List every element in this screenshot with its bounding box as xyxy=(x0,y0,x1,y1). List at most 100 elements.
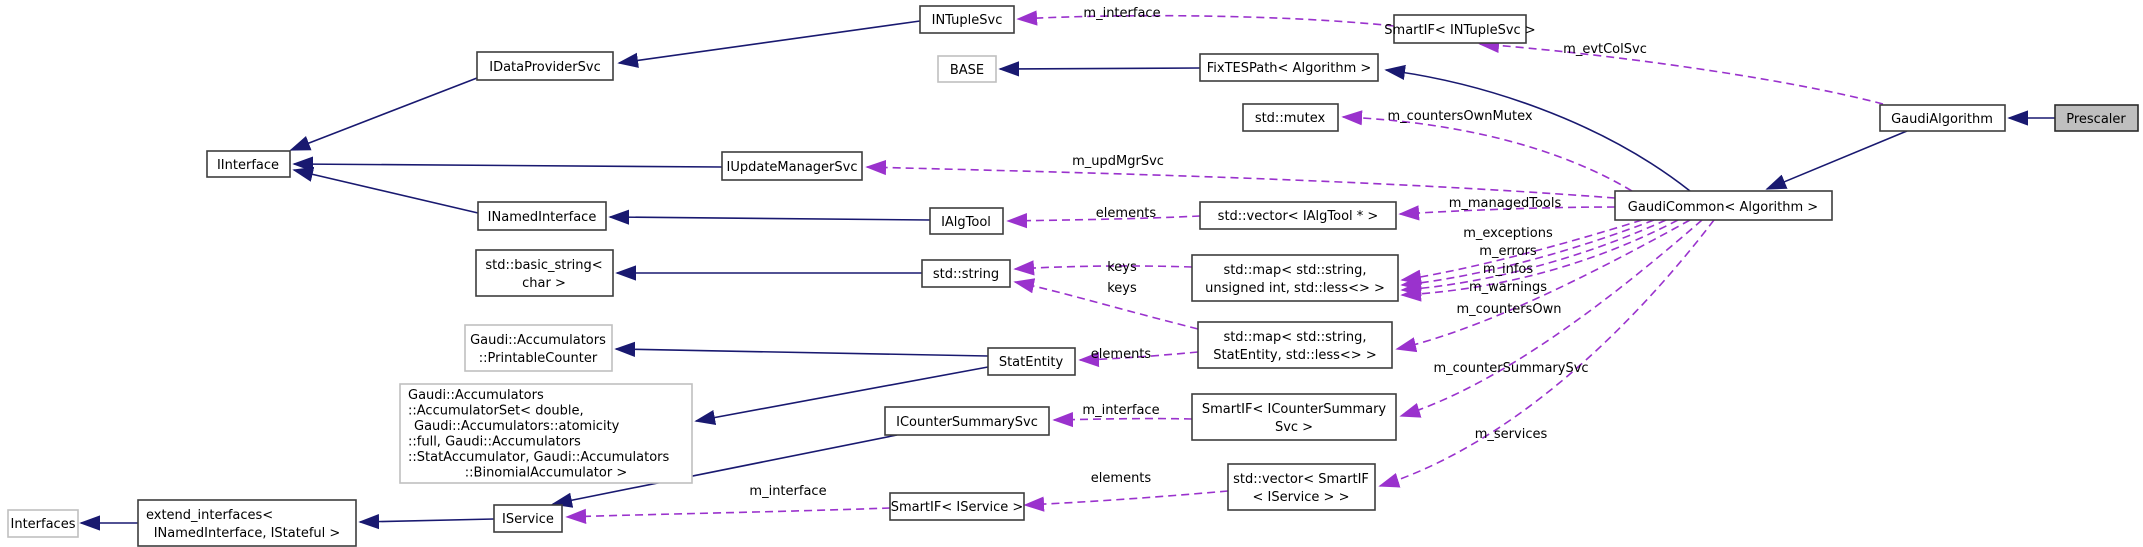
edge-vector-ialgtool-ialgtool xyxy=(1006,213,1201,229)
edge-smartif-intuplesvc-intuplesvc xyxy=(1016,10,1395,27)
node-fixtespath-label: FixTESPath< Algorithm > xyxy=(1207,61,1372,76)
edge-gaudicommon-vector-ialgtool xyxy=(1398,205,1616,221)
node-idataprovidersvc[interactable]: IDataProviderSvc xyxy=(476,51,614,81)
node-prescaler: Prescaler xyxy=(2054,104,2139,132)
node-smartif-icss-line1: SmartIF< ICounterSummary xyxy=(1202,402,1387,417)
node-iupdatemanagersvc[interactable]: IUpdateManagerSvc xyxy=(721,151,863,181)
node-intuplesvc[interactable]: INTupleSvc xyxy=(919,5,1015,34)
edge-map-statentity-stdstring xyxy=(1013,278,1199,330)
node-smartif-intuplesvc-label: SmartIF< INTupleSvc > xyxy=(1384,23,1535,38)
node-basic-string-line1: std::basic_string< xyxy=(485,258,602,273)
edge-labels: m_interface m_evtColSvc m_countersOwnMut… xyxy=(749,6,1646,499)
node-inamedinterface-label: INamedInterface xyxy=(488,210,597,225)
edge-gaudicommon-smartif-icss xyxy=(1399,219,1703,418)
node-map-unsigned-line2: unsigned int, std::less<> > xyxy=(1205,281,1385,296)
node-smartif-icountersummarysvc[interactable]: SmartIF< ICounterSummary Svc > xyxy=(1191,393,1397,441)
edge-map-statentity-statentity xyxy=(1078,351,1199,368)
edge-gaudicommon-map-unsigned-4 xyxy=(1400,219,1679,302)
edge-gaudicommon-iupdatemanagersvc xyxy=(865,159,1616,199)
node-base: BASE xyxy=(937,55,997,83)
node-iservice-label: IService xyxy=(502,512,554,527)
node-std-mutex[interactable]: std::mutex xyxy=(1242,103,1339,132)
node-accumulatorset-line6: ::BinomialAccumulator > xyxy=(465,466,627,481)
node-icountersummarysvc-label: ICounterSummarySvc xyxy=(896,415,1038,430)
usage-edges xyxy=(565,10,1884,524)
node-map-statentity-line2: StatEntity, std::less<> > xyxy=(1213,348,1376,363)
node-ialgtool[interactable]: IAlgTool xyxy=(929,207,1004,235)
node-basic-string[interactable]: std::basic_string< char > xyxy=(475,249,614,297)
node-base-label: BASE xyxy=(950,63,984,78)
edge-fixtespath-base xyxy=(998,61,1201,77)
node-std-mutex-label: std::mutex xyxy=(1255,111,1326,126)
edge-icountersummarysvc-iservice xyxy=(551,434,898,508)
edge-label-m-evtcolsvc: m_evtColSvc xyxy=(1563,42,1647,57)
edge-label-m-interface-icss: m_interface xyxy=(1082,403,1159,418)
node-gaudicommon[interactable]: GaudiCommon< Algorithm > xyxy=(1614,190,1833,221)
edge-label-keys-2: keys xyxy=(1107,281,1137,296)
edge-label-m-services: m_services xyxy=(1475,427,1548,442)
node-printable-counter-line1: Gaudi::Accumulators xyxy=(470,333,606,348)
edge-label-m-updmgrsvc: m_updMgrSvc xyxy=(1072,154,1164,169)
node-extend-interfaces-line1: extend_interfaces< xyxy=(146,508,273,523)
edge-label-m-warnings: m_warnings xyxy=(1469,280,1547,295)
node-iupdatemanagersvc-label: IUpdateManagerSvc xyxy=(727,160,858,175)
edge-vector-smartif-iservice-smartif xyxy=(1023,490,1229,512)
edge-label-elements-statentity: elements xyxy=(1091,347,1152,362)
node-accumulatorset-line3: Gaudi::Accumulators::atomicity xyxy=(414,419,620,434)
node-gaudialgorithm[interactable]: GaudiAlgorithm xyxy=(1879,104,2006,132)
edge-map-unsigned-stdstring xyxy=(1013,260,1193,276)
edge-gaudicommon-map-unsigned-1 xyxy=(1400,219,1643,285)
edge-label-keys-1: keys xyxy=(1107,260,1137,275)
edge-smartif-iservice-iservice xyxy=(565,507,891,524)
node-map-statentity[interactable]: std::map< std::string, StatEntity, std::… xyxy=(1197,321,1393,369)
node-interfaces-label: Interfaces xyxy=(11,517,76,532)
edge-idataprovidersvc-iinterface xyxy=(289,77,478,151)
node-extend-interfaces-line2: INamedInterface, IStateful > xyxy=(154,526,341,541)
edge-iservice-extendinterfaces xyxy=(358,513,495,530)
node-iinterface[interactable]: IInterface xyxy=(206,150,291,178)
node-printable-counter: Gaudi::Accumulators ::PrintableCounter xyxy=(464,324,613,372)
edge-label-m-countersownmutex: m_countersOwnMutex xyxy=(1387,109,1532,124)
node-map-unsigned[interactable]: std::map< std::string, unsigned int, std… xyxy=(1191,254,1399,302)
node-gaudialgorithm-label: GaudiAlgorithm xyxy=(1891,112,1993,127)
node-accumulatorset: Gaudi::Accumulators ::AccumulatorSet< do… xyxy=(399,383,693,484)
node-accumulatorset-line2: ::AccumulatorSet< double, xyxy=(408,404,584,419)
node-icountersummarysvc[interactable]: ICounterSummarySvc xyxy=(884,406,1050,436)
node-vector-smartif-line2: < IService > > xyxy=(1253,490,1350,505)
node-std-string[interactable]: std::string xyxy=(921,259,1011,288)
edge-gaudicommon-map-statentity xyxy=(1395,219,1691,353)
node-basic-string-line2: char > xyxy=(522,276,566,291)
node-accumulatorset-line4: ::full, Gaudi::Accumulators xyxy=(408,435,581,450)
node-prescaler-label: Prescaler xyxy=(2066,112,2126,127)
edge-label-m-countersummarysvc: m_counterSummarySvc xyxy=(1433,361,1588,376)
edge-label-m-interface-iservice: m_interface xyxy=(749,484,826,499)
node-vector-smartif-line1: std::vector< SmartIF xyxy=(1233,472,1369,487)
node-interfaces: Interfaces xyxy=(7,509,79,538)
node-vector-ialgtool[interactable]: std::vector< IAlgTool * > xyxy=(1199,201,1397,230)
node-accumulatorset-line1: Gaudi::Accumulators xyxy=(408,388,544,403)
node-map-unsigned-line1: std::map< std::string, xyxy=(1223,263,1366,278)
node-map-statentity-line1: std::map< std::string, xyxy=(1223,330,1366,345)
node-extend-interfaces[interactable]: extend_interfaces< INamedInterface, ISta… xyxy=(137,499,357,547)
inheritance-edges xyxy=(79,20,2055,531)
node-iservice[interactable]: IService xyxy=(493,504,563,533)
node-vector-ialgtool-label: std::vector< IAlgTool * > xyxy=(1218,209,1379,224)
node-statentity[interactable]: StatEntity xyxy=(987,347,1076,376)
edge-gaudicommon-vector-smartif-iservice xyxy=(1378,219,1715,488)
node-inamedinterface[interactable]: INamedInterface xyxy=(477,201,607,231)
node-vector-smartif-iservice[interactable]: std::vector< SmartIF < IService > > xyxy=(1227,463,1376,511)
node-std-string-label: std::string xyxy=(933,267,999,282)
edge-gaudialgorithm-smartif-intuplesvc xyxy=(1478,37,1884,105)
edge-statentity-printablecounter xyxy=(614,341,989,357)
node-gaudicommon-label: GaudiCommon< Algorithm > xyxy=(1628,200,1818,215)
edge-label-m-interface-top: m_interface xyxy=(1083,6,1160,21)
edge-gaudicommon-map-unsigned-3 xyxy=(1400,219,1667,297)
edge-label-m-infos: m_infos xyxy=(1483,262,1534,277)
edge-label-m-errors: m_errors xyxy=(1479,244,1537,259)
node-smartif-intuplesvc[interactable]: SmartIF< INTupleSvc > xyxy=(1384,14,1536,44)
node-smartif-iservice[interactable]: SmartIF< IService > xyxy=(889,492,1025,521)
edge-label-m-countersown: m_countersOwn xyxy=(1456,302,1561,317)
node-fixtespath[interactable]: FixTESPath< Algorithm > xyxy=(1199,53,1379,82)
edge-gaudicommon-map-unsigned-2 xyxy=(1400,219,1655,291)
